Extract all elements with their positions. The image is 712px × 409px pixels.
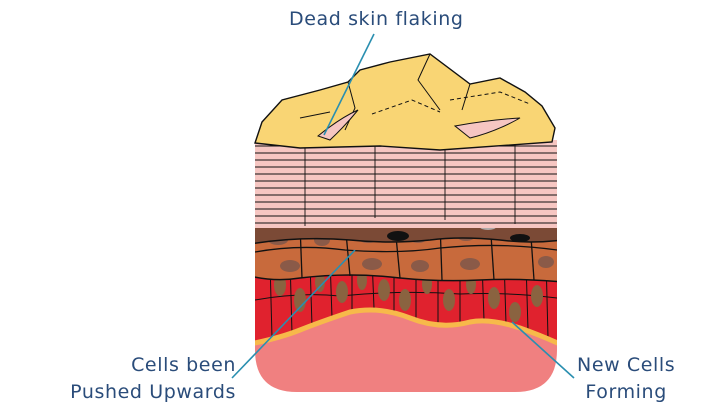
dead-skin-flakes — [255, 54, 555, 150]
label-cells-pushed-upwards: Cells been Pushed Upwards — [70, 352, 236, 406]
label-left-line2: Pushed Upwards — [70, 379, 236, 406]
label-new-cells-forming: New Cells Forming — [577, 352, 675, 406]
label-right-line1: New Cells — [577, 352, 675, 379]
stratum-corneum — [255, 140, 557, 228]
label-dead-skin-flaking: Dead skin flaking — [289, 6, 464, 33]
label-dead-skin-text: Dead skin flaking — [289, 6, 464, 33]
label-right-line2: Forming — [577, 379, 675, 406]
label-left-line1: Cells been — [70, 352, 236, 379]
